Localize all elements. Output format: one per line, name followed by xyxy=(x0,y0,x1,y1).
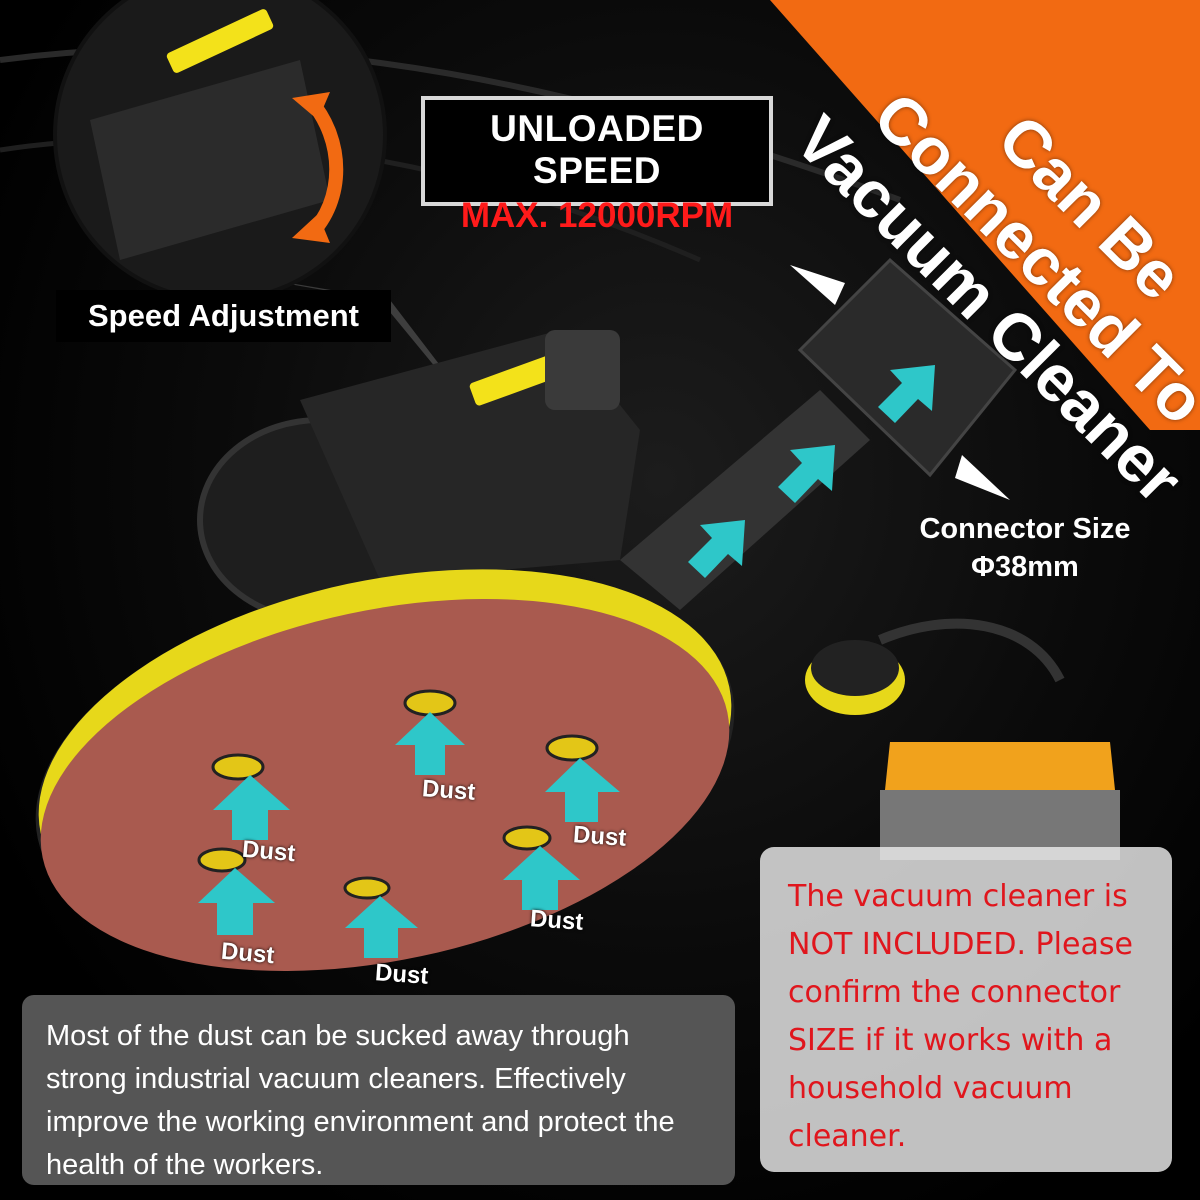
zoom-cone xyxy=(95,250,520,470)
mini-hose xyxy=(878,618,1065,683)
arrow-icon xyxy=(503,846,580,910)
dust-hole xyxy=(211,753,265,781)
speed-adjustment-label: Speed Adjustment xyxy=(56,290,391,342)
dust-label: Dust xyxy=(374,959,430,990)
pointer-arrow-icon xyxy=(790,265,845,305)
arc-arrow-icon xyxy=(292,214,330,243)
dust-label: Dust xyxy=(240,835,297,868)
connector-size-label: Connector Size Φ38mm xyxy=(895,510,1155,586)
vacuum-not-included-note: The vacuum cleaner is NOT INCLUDED. Plea… xyxy=(760,847,1172,1172)
dust-label: Dust xyxy=(421,775,477,806)
connector-size-value: Φ38mm xyxy=(971,551,1079,583)
dust-hole xyxy=(343,876,391,900)
vacuum-lid xyxy=(885,742,1115,790)
dust-hole xyxy=(197,847,247,873)
arrow-icon xyxy=(778,445,835,503)
vacuum-tube xyxy=(620,390,870,610)
unloaded-speed-box: UNLOADED SPEED MAX. 12000RPM xyxy=(421,96,773,235)
air-inlet xyxy=(545,330,620,410)
arrow-icon xyxy=(395,712,465,775)
yellow-label xyxy=(469,354,561,406)
zoom-detail xyxy=(90,60,330,260)
arrow-icon xyxy=(545,758,620,822)
connector-size-title: Connector Size xyxy=(919,513,1131,545)
arrow-icon xyxy=(198,868,275,935)
dust-label: Dust xyxy=(219,937,276,970)
speed-value: MAX. 12000RPM xyxy=(460,196,734,235)
speed-title: UNLOADED SPEED xyxy=(490,108,704,191)
arrow-icon xyxy=(345,896,418,958)
arc-arrow-icon xyxy=(292,92,330,120)
dust-hole xyxy=(403,689,457,717)
arrow-icon xyxy=(688,520,745,578)
dust-label: Dust xyxy=(529,905,585,936)
dust-extraction-note: Most of the dust can be sucked away thro… xyxy=(22,995,735,1185)
dust-label: Dust xyxy=(572,821,628,852)
dust-hole xyxy=(502,825,552,851)
arrow-icon xyxy=(213,775,290,840)
mini-sander xyxy=(811,640,899,696)
zoom-yellow-label xyxy=(166,9,274,73)
dust-hole xyxy=(545,734,599,762)
pointer-arrow-icon xyxy=(955,455,1010,500)
